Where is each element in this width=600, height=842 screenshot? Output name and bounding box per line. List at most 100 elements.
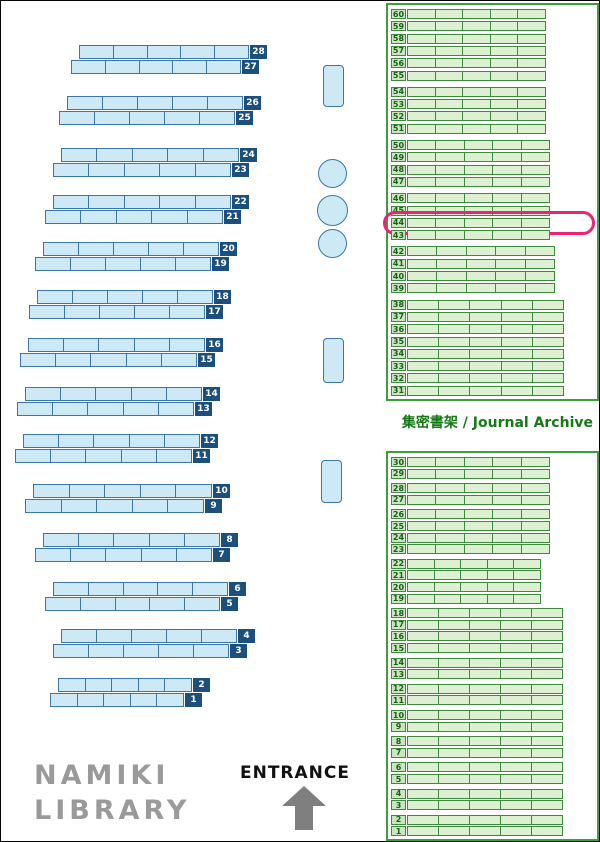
bookshelf-bar (35, 257, 211, 271)
archive-shelf-42: 42 (391, 246, 555, 257)
shelf-number-tag: 39 (391, 283, 406, 294)
archive-shelf-bar (407, 21, 546, 32)
archive-shelf-bar (407, 373, 564, 384)
archive-shelf-45: 45 (391, 205, 550, 216)
archive-shelf-bar (407, 619, 563, 630)
shelf-number-tag: 23 (391, 544, 406, 555)
bookshelf-row-21: 21 (45, 210, 241, 224)
archive-shelf-bar (407, 336, 564, 347)
shelf-number-tag: 36 (391, 324, 406, 335)
archive-shelf-53: 53 (391, 99, 546, 110)
shelf-number-tag: 15 (391, 643, 406, 653)
archive-shelf-5: 5 (391, 774, 563, 784)
arrow-stem (295, 806, 313, 830)
shelf-number-tag: 11 (193, 449, 210, 463)
bookshelf-bar (79, 45, 249, 59)
bookshelf-bar (29, 305, 205, 319)
arrow-head (282, 786, 326, 806)
archive-shelf-bar (407, 762, 563, 773)
archive-shelf-bar (407, 657, 563, 668)
shelf-number-tag: 7 (391, 747, 406, 758)
bookshelf-bar (45, 210, 223, 224)
shelf-number-tag: 44 (391, 217, 406, 228)
archive-shelf-12: 12 (391, 683, 563, 694)
shelf-number-tag: 57 (391, 45, 406, 56)
shelf-number-tag: 28 (391, 483, 406, 494)
shelf-number-tag: 29 (391, 468, 406, 479)
archive-shelf-bar (407, 258, 555, 269)
bookshelf-bar (43, 533, 220, 547)
shelf-number-tag: 52 (391, 111, 406, 122)
archive-shelf-51: 51 (391, 123, 546, 134)
archive-shelf-bar (407, 631, 563, 642)
bookshelf-bar (53, 644, 229, 658)
archive-shelf-52: 52 (391, 111, 546, 122)
archive-shelf-bar (407, 710, 563, 720)
shelf-number-tag: 11 (391, 695, 406, 706)
archive-shelf-30: 30 (391, 457, 550, 467)
archive-shelf-bar (407, 45, 546, 56)
archive-shelf-bar (407, 361, 564, 372)
bookshelf-bar (71, 60, 241, 74)
bookshelf-row-11: 11 (15, 449, 210, 463)
bookshelf-row-15: 15 (20, 353, 215, 367)
archive-shelf-26: 26 (391, 509, 550, 520)
archive-shelf-bar (407, 814, 563, 825)
archive-shelf-27: 27 (391, 494, 550, 505)
archive-shelf-15: 15 (391, 643, 563, 653)
shelf-number-tag: 54 (391, 86, 406, 97)
archive-shelf-bar (407, 33, 546, 44)
bookshelf-bar (58, 678, 192, 692)
shelf-number-tag: 46 (391, 193, 406, 204)
shelf-number-tag: 38 (391, 299, 406, 310)
shelf-number-tag: 30 (391, 457, 406, 467)
archive-shelf-58: 58 (391, 33, 546, 44)
bookshelf-bar (61, 148, 239, 162)
bookshelf-row-16: 16 (28, 338, 223, 352)
shelf-number-tag: 60 (391, 9, 406, 19)
shelf-number-tag: 27 (242, 60, 259, 74)
bookshelf-bar (25, 387, 202, 401)
bookshelf-bar (23, 434, 200, 448)
archive-shelf-44: 44 (391, 217, 550, 228)
shelf-number-tag: 21 (224, 210, 241, 224)
shelf-number-tag: 47 (391, 176, 406, 187)
bookshelf-row-28: 28 (79, 45, 267, 59)
bookshelf-bar (67, 96, 243, 110)
archive-shelf-bar (407, 826, 563, 837)
shelf-number-tag: 34 (391, 348, 406, 359)
bookshelf-bar (45, 597, 220, 611)
shelf-number-tag: 16 (206, 338, 223, 352)
shelf-number-tag: 12 (201, 434, 218, 448)
archive-shelf-35: 35 (391, 336, 564, 347)
shelf-number-tag: 6 (391, 762, 406, 773)
shelf-number-tag: 23 (232, 163, 249, 177)
archive-shelf-3: 3 (391, 800, 563, 811)
bookshelf-bar (59, 111, 235, 125)
pillar (323, 338, 344, 383)
shelf-number-tag: 9 (205, 499, 222, 513)
archive-shelf-bar (407, 800, 563, 811)
bookshelf-bar (25, 499, 204, 513)
bookshelf-bar (15, 449, 192, 463)
bookshelf-row-14: 14 (25, 387, 220, 401)
archive-shelf-bar (407, 695, 563, 706)
bookshelf-row-18: 18 (37, 290, 231, 304)
archive-shelf-bar (407, 736, 563, 747)
archive-shelf-bar (407, 509, 550, 520)
archive-shelf-60: 60 (391, 9, 546, 19)
archive-shelf-bar (407, 348, 564, 359)
archive-shelf-8: 8 (391, 736, 563, 747)
bookshelf-bar (37, 290, 213, 304)
archive-shelf-bar (407, 271, 555, 281)
archive-shelf-bar (407, 152, 550, 163)
shelf-number-tag: 5 (221, 597, 238, 611)
archive-shelf-bar (407, 111, 546, 122)
shelf-number-tag: 55 (391, 70, 406, 81)
shelf-number-tag: 18 (214, 290, 231, 304)
shelf-number-tag: 24 (240, 148, 257, 162)
shelf-number-tag: 22 (391, 558, 406, 569)
shelf-number-tag: 10 (213, 484, 230, 498)
shelf-number-tag: 40 (391, 271, 406, 281)
